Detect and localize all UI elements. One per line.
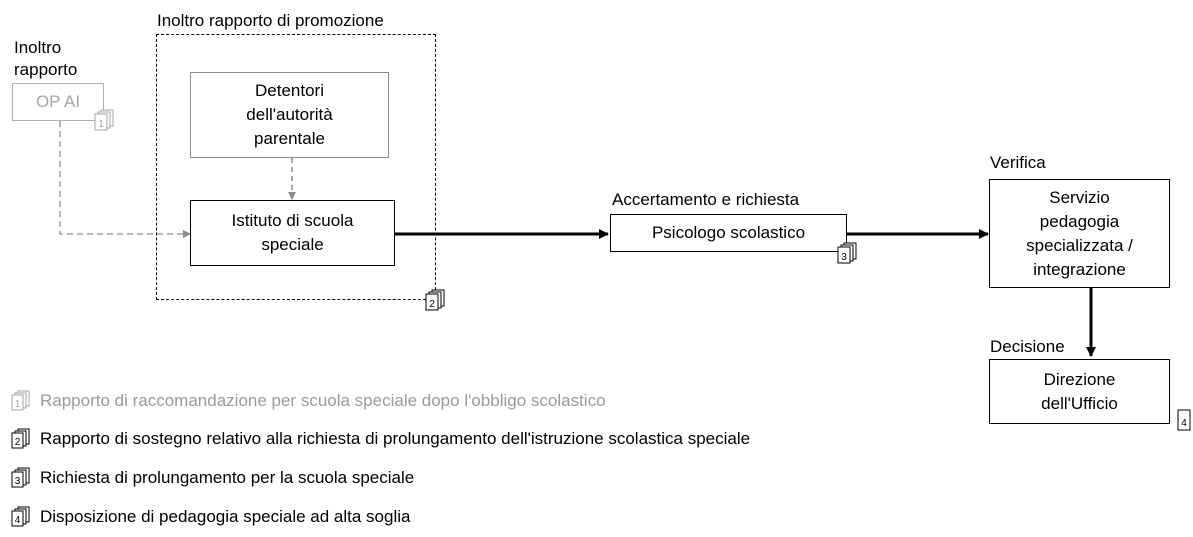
- label-promotion-report: Inoltro rapporto di promozione: [157, 11, 384, 30]
- node-special-school: Istituto di scuola speciale: [190, 200, 395, 266]
- doc-stack-4-icon: 4: [11, 506, 30, 527]
- svg-text:4: 4: [1181, 418, 1187, 429]
- svg-text:3: 3: [15, 476, 21, 487]
- legend-text-2: Rapporto di sostegno relativo alla richi…: [40, 429, 751, 448]
- doc-stack-1-icon: 1: [11, 390, 30, 411]
- doc-badge-1-icon: 1: [94, 109, 114, 131]
- svg-text:1: 1: [15, 399, 21, 410]
- doc-badge-3-icon: 3: [837, 242, 857, 264]
- doc-stack-3-icon: 3: [11, 467, 30, 488]
- legend-item-3: 3 Richiesta di prolungamento per la scuo…: [10, 467, 414, 489]
- node-op-ai: OP AI: [12, 83, 104, 121]
- svg-text:3: 3: [841, 252, 847, 263]
- doc-badge-2-icon: 2: [425, 289, 445, 311]
- legend-item-2: 2 Rapporto di sostegno relativo alla ric…: [10, 428, 750, 450]
- legend-text-1: Rapporto di raccomandazione per scuola s…: [40, 391, 606, 410]
- svg-text:2: 2: [15, 437, 21, 448]
- label-assessment-request: Accertamento e richiesta: [612, 190, 800, 209]
- label-report-forward: Inoltro rapporto: [14, 38, 78, 79]
- svg-text:2: 2: [429, 299, 435, 310]
- node-psychologist: Psicologo scolastico: [610, 214, 847, 252]
- doc-stack-2-icon: 2: [11, 428, 30, 449]
- legend-item-4: 4 Disposizione di pedagogia speciale ad …: [10, 506, 410, 528]
- node-parents: Detentori dell'autorità parentale: [190, 72, 389, 158]
- node-service: Servizio pedagogia specializzata / integ…: [989, 179, 1170, 288]
- svg-text:4: 4: [15, 515, 21, 526]
- node-direction: Direzione dell'Ufficio: [989, 359, 1170, 424]
- promotion-frame: [156, 34, 436, 300]
- label-decision: Decisione: [990, 337, 1068, 357]
- legend-item-1: 1 Rapporto di raccomandazione per scuola…: [10, 390, 606, 412]
- legend-text-4: Disposizione di pedagogia speciale ad al…: [40, 507, 411, 526]
- doc-badge-4-icon: 4: [1177, 409, 1191, 431]
- label-verification: Verifica: [990, 153, 1046, 172]
- svg-text:1: 1: [98, 119, 104, 130]
- legend-text-3: Richiesta di prolungamento per la scuola…: [40, 468, 415, 487]
- dashed-arrow-opai-to-school: [59, 121, 191, 238]
